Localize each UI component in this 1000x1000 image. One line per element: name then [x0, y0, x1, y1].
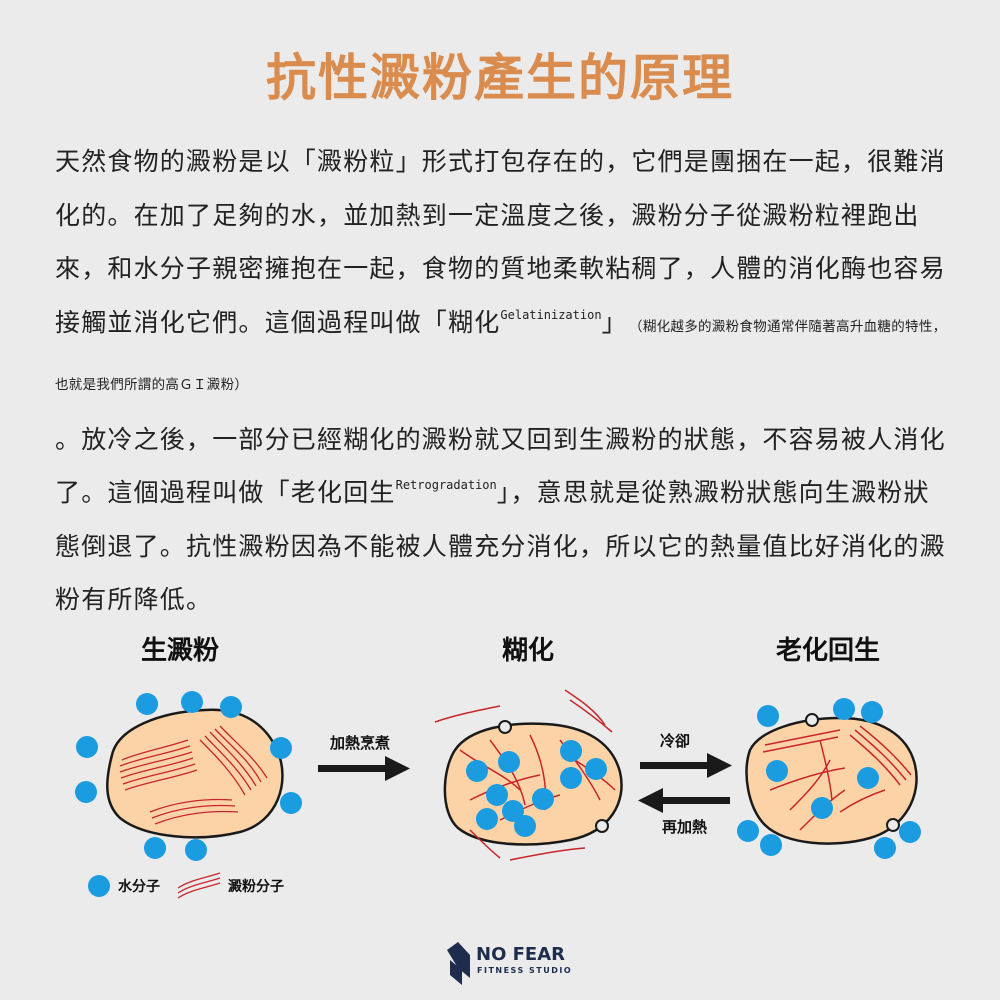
legend-water-label: 水分子: [118, 879, 160, 895]
water-molecule: [136, 693, 158, 715]
water-molecule: [280, 792, 302, 814]
water-molecule: [466, 760, 488, 782]
gelatinization-term: Gelatinization: [500, 307, 602, 322]
water-molecule: [757, 705, 779, 727]
legend: [88, 872, 221, 899]
water-molecule: [532, 788, 554, 810]
water-molecule: [560, 740, 582, 762]
heat-arrow: [318, 756, 410, 781]
cool-label: 冷卻: [660, 732, 691, 750]
raw-water-molecules: [75, 691, 302, 861]
water-molecule: [502, 800, 524, 822]
heat-label: 加熱烹煮: [330, 734, 391, 752]
water-molecule: [874, 837, 896, 859]
water-molecule: [181, 691, 203, 713]
water-molecule: [811, 797, 833, 819]
water-molecule: [144, 837, 166, 859]
legend-starch-label: 澱粉分子: [228, 879, 284, 895]
reheat-arrow: [638, 788, 730, 813]
brand-name: NO FEAR: [476, 944, 566, 965]
water-molecule: [220, 696, 242, 718]
paragraph-part-2: 」: [601, 307, 628, 337]
water-molecule: [514, 815, 536, 837]
stage-retro-label: 老化回生: [775, 636, 880, 666]
gel-water-molecules: [466, 740, 607, 837]
water-molecule: [476, 808, 498, 830]
raw-starch-molecules: [119, 725, 268, 825]
gi-note: （糊化越多的澱粉食物通常伴隨著高升血糖的特性，也就是我們所謂的高ＧＩ澱粉）: [55, 318, 947, 394]
brand-subtitle: FITNESS STUDIO: [477, 966, 573, 975]
stage-raw-label: 生澱粉: [140, 636, 219, 666]
water-molecule: [766, 760, 788, 782]
brand-logo: [447, 942, 470, 985]
page-title: 抗性澱粉產生的原理: [266, 49, 734, 107]
cool-arrow: [640, 753, 732, 778]
paragraph-part-4: 」，意思就是從熟澱粉狀態向生澱粉狀態倒退了。抗性澱粉因為不能被人體充分消化，所以…: [55, 478, 946, 614]
retrograded-granule: [745, 713, 918, 845]
retro-water-molecules: [737, 698, 921, 859]
water-molecule: [833, 698, 855, 720]
water-molecule: [270, 737, 292, 759]
paragraph-part-3: 。放冷之後，一部分已經糊化的澱粉就又回到生澱粉的狀態，不容易被人消化了。這個過程…: [55, 424, 946, 508]
legend-water-icon: [88, 875, 110, 897]
water-molecule: [760, 834, 782, 856]
raw-starch-granule: [106, 708, 284, 839]
explanation-paragraph: 天然食物的澱粉是以「澱粉粒」形式打包存在的，它們是團捆在一起，很難消化的。在加了…: [55, 135, 950, 627]
water-molecule: [899, 821, 921, 843]
water-molecule: [737, 820, 759, 842]
water-molecule: [185, 839, 207, 861]
legend-starch-icon: [177, 872, 221, 899]
paragraph-part-1: 天然食物的澱粉是以「澱粉粒」形式打包存在的，它們是團捆在一起，很難消化的。在加了…: [55, 147, 946, 337]
water-molecule: [75, 781, 97, 803]
water-molecule: [861, 701, 883, 723]
water-molecule: [585, 758, 607, 780]
water-molecule: [857, 767, 879, 789]
water-molecule: [486, 784, 508, 806]
retro-starch-molecules: [762, 725, 912, 831]
water-molecule: [560, 767, 582, 789]
water-molecule: [76, 736, 98, 758]
reheat-label: 再加熱: [662, 818, 708, 836]
retrogradation-term: Retrogradation: [395, 478, 497, 492]
stage-gel-label: 糊化: [501, 636, 554, 666]
water-molecule: [498, 751, 520, 773]
